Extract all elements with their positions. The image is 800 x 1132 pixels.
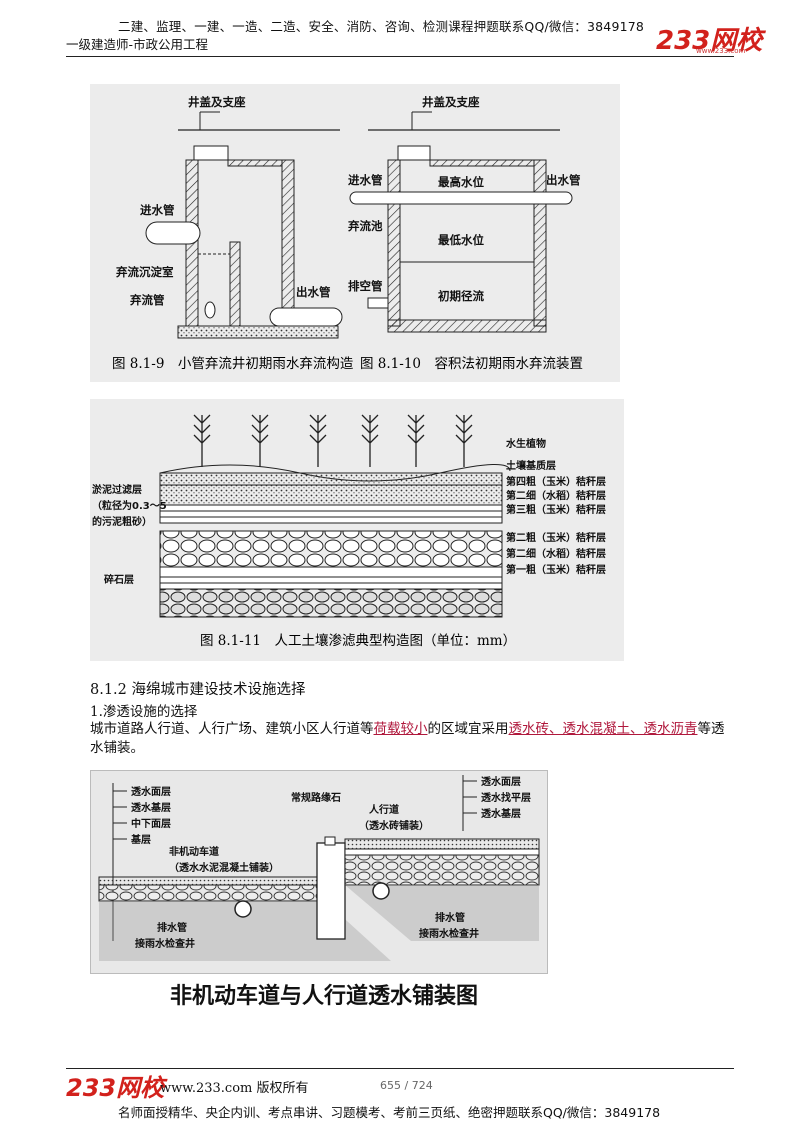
caption-permeable-paving: 非机动车道与人行道透水铺装图 [170,984,479,1009]
footer-copyright: www.233.com 版权所有 [160,1081,309,1096]
right-min-level: 最低水位 [438,233,484,247]
drain-pipe-1-label: 排水管 [157,921,187,934]
para-highlight-1: 荷载较小 [373,721,428,737]
figure-rainwater-diversion: 图 8.1-9 小管弃流井初期雨水弃流构造 图 8.1-10 容积法初期雨水弃流… [90,84,620,382]
para-text-1: 城市道路人行道、人行广场、建筑小区人行道等 [90,721,374,737]
left-outlet-label: 出水管 [296,285,331,299]
layer-label-7: 第二细（水稻）秸秆层 [506,547,606,560]
lane-sub-label: （透水水泥混凝土铺装） [169,861,279,874]
footer-promo-text: 名师面授精华、央企内训、考点串讲、习题模考、考前三页纸、绝密押题联系QQ/微信：… [118,1105,661,1120]
header-logo: 233网校 [656,26,763,56]
layer-label-2: 土壤基质层 [506,459,556,472]
left-inlet-label: 进水管 [140,203,175,217]
caption-fig-8-1-9: 图 8.1-9 小管弃流井初期雨水弃流构造 [112,355,354,372]
layer-label-4: 第二细（水稻）秸秆层 [506,489,606,502]
right-tank-label: 弃流池 [347,219,383,233]
header-logo-url: www.233.com [696,47,746,55]
para-text-2: 的区域宜采用 [427,721,509,737]
walk-label: 人行道 [369,803,399,816]
header-divider [66,56,734,57]
right-inlet-label: 进水管 [348,173,383,187]
footer-divider [66,1068,734,1069]
section-subheading: 1.渗透设施的选择 [90,704,198,720]
left-discard-pipe-label: 弃流管 [129,293,165,307]
layer-label-6: 第二粗（玉米）秸秆层 [506,531,606,544]
right-cover-label: 井盖及支座 [422,95,480,109]
left-layer-1: 透水面层 [131,785,171,798]
lane-label: 非机动车道 [169,845,219,858]
left-layer-2: 透水基层 [131,801,171,814]
right-initial-flow: 初期径流 [438,289,484,303]
left-cover-label: 井盖及支座 [188,95,246,109]
layer-label-5: 第三粗（玉米）秸秆层 [506,503,606,516]
page-number: 655 / 724 [380,1079,433,1092]
figure-rainwater-diversion-drawing: 图 8.1-9 小管弃流井初期雨水弃流构造 图 8.1-10 容积法初期雨水弃流… [112,95,583,372]
sludge-label-1: 淤泥过滤层 [92,483,142,496]
left-layer-3: 中下面层 [131,817,171,830]
section-heading: 8.1.2 海绵城市建设技术设施选择 [90,682,306,698]
header-subtitle: 一级建造师-市政公用工程 [66,37,209,52]
right-layer-1: 透水面层 [481,775,521,788]
footer-logo: 233网校 [66,1074,165,1102]
sludge-label-2: （粒径为0.3～5 [92,499,167,512]
right-outlet-label: 出水管 [546,173,581,187]
para-text-3: 等透水铺装。 [90,721,725,756]
sludge-label-3: 的污泥粗砂） [92,515,152,528]
layer-label-8: 第一粗（玉米）秸秆层 [506,563,606,576]
right-drain-label: 排空管 [348,279,383,293]
left-layer-4: 基层 [130,833,151,846]
curb-label: 常规路缘石 [291,791,341,804]
caption-fig-8-1-10: 图 8.1-10 容积法初期雨水弃流装置 [360,355,583,372]
figure-permeable-paving-drawing: 透水面层 透水基层 中下面层 基层 非机动车道 （透水水泥混凝土铺装） 常规路缘… [98,775,540,961]
right-max-level: 最高水位 [438,175,484,189]
right-layer-3: 透水基层 [481,807,521,820]
figure-permeable-paving: 透水面层 透水基层 中下面层 基层 非机动车道 （透水水泥混凝土铺装） 常规路缘… [90,770,548,974]
left-chamber-label: 弃流沉淀室 [115,265,174,279]
layer-label-1: 水生植物 [505,437,546,450]
header-promo-text: 二建、监理、一建、一造、二造、安全、消防、咨询、检测课程押题联系QQ/微信：38… [118,19,645,34]
caption-fig-8-1-11: 图 8.1-11 人工土壤渗滤典型构造图（单位：mm） [200,632,516,649]
gravel-label: 碎石层 [104,573,134,586]
figure-soil-infiltration: 水生植物 土壤基质层 第四粗（玉米）秸秆层 第二细（水稻）秸秆层 第三粗（玉米）… [90,399,624,661]
para-highlight-2: 透水砖、透水混凝土、透水沥青 [508,721,698,737]
right-layer-2: 透水找平层 [481,791,531,804]
layer-label-3: 第四粗（玉米）秸秆层 [506,475,606,488]
figure-soil-infiltration-drawing: 水生植物 土壤基质层 第四粗（玉米）秸秆层 第二细（水稻）秸秆层 第三粗（玉米）… [92,414,606,649]
drain-pipe-2-label: 排水管 [435,911,465,924]
walk-sub-label: （透水砖铺装） [359,819,429,832]
section-paragraph: 城市道路人行道、人行广场、建筑小区人行道等荷载较小的区域宜采用透水砖、透水混凝土… [90,720,734,758]
drain-pipe-2-sub: 接雨水检查井 [419,927,479,940]
drain-pipe-1-sub: 接雨水检查井 [135,937,195,950]
